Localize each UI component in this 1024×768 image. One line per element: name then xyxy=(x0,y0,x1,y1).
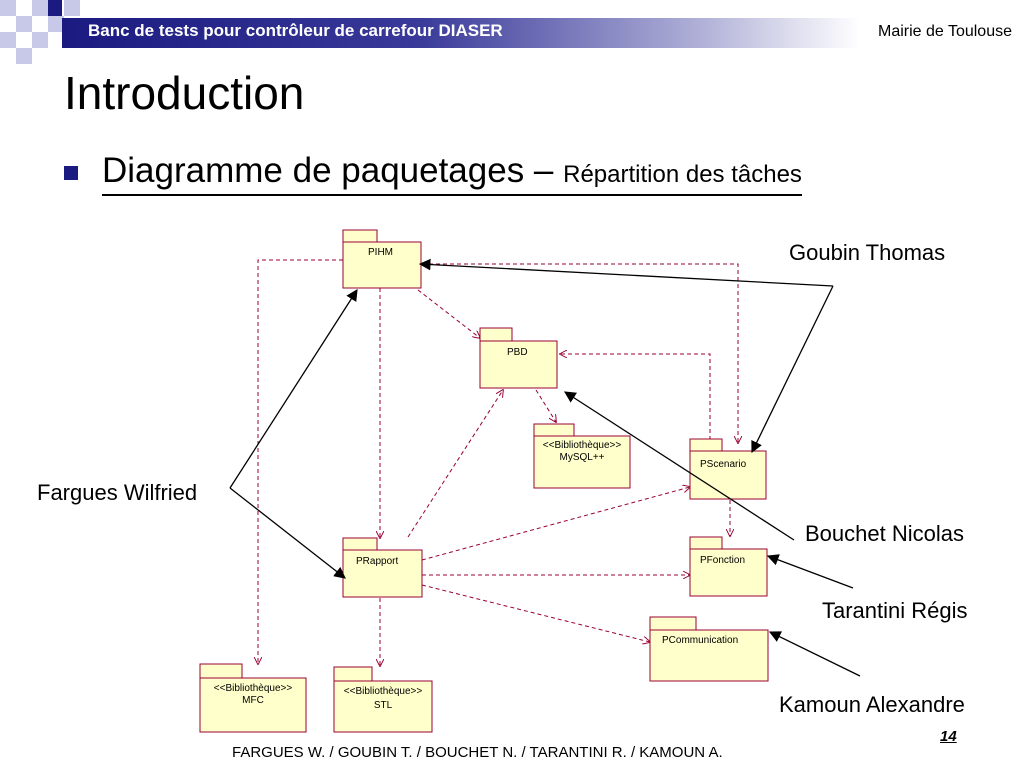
package-label: MFC xyxy=(242,695,264,706)
package-label: MySQL++ xyxy=(559,452,604,463)
package-label: PIHM xyxy=(368,247,393,258)
bullet-marker xyxy=(64,166,78,180)
arrow-kamoun-pcommunication xyxy=(768,631,861,677)
package-pbd: PBD xyxy=(479,327,558,389)
arrow-goubin-pscenario xyxy=(751,285,834,454)
package-stereotype: <<Bibliothèque>> xyxy=(543,440,622,451)
person-bouchet: Bouchet Nicolas xyxy=(805,521,964,546)
package-label: PCommunication xyxy=(662,635,738,646)
footer-authors: FARGUES W. / GOUBIN T. / BOUCHET N. / TA… xyxy=(232,744,723,761)
header-bar xyxy=(62,18,860,48)
package-mfc: <<Bibliothèque>> MFC xyxy=(199,663,307,733)
arrow-fargues-pihm xyxy=(229,289,358,489)
slide-title: Introduction xyxy=(64,67,305,119)
arrow-goubin-pihm xyxy=(418,258,834,287)
dep-pscenario-pbd xyxy=(560,354,711,440)
dep-pihm-pscenario xyxy=(422,263,738,443)
package-stl: <<Bibliothèque>> STL xyxy=(333,666,433,733)
person-kamoun: Kamoun Alexandre xyxy=(779,692,965,717)
dep-prapport-pscenario xyxy=(421,487,690,561)
package-stereotype: <<Bibliothèque>> xyxy=(344,686,423,697)
package-pfonction: PFonction xyxy=(689,536,768,597)
arrow-tarantini-pfonction xyxy=(766,554,854,589)
package-mysql: <<Bibliothèque>> MySQL++ xyxy=(533,423,631,489)
dep-pbd-mysql xyxy=(535,389,556,422)
dep-prapport-pcommunication xyxy=(421,584,650,642)
header-decoration-squares xyxy=(0,0,80,64)
person-tarantini: Tarantini Régis xyxy=(822,598,968,623)
subtitle-main: Diagramme de paquetages – xyxy=(102,151,564,190)
dependency-lines xyxy=(258,259,738,666)
organization-name: Mairie de Toulouse xyxy=(877,23,1012,40)
package-pcommunication: PCommunication xyxy=(649,616,769,682)
package-label: PRapport xyxy=(356,556,398,567)
package-stereotype: <<Bibliothèque>> xyxy=(214,683,293,694)
page-number: 14 xyxy=(940,728,957,745)
package-label: PBD xyxy=(507,347,528,358)
package-label: PFonction xyxy=(700,555,745,566)
person-fargues: Fargues Wilfried xyxy=(37,480,198,505)
subtitle-secondary: Répartition des tâches xyxy=(563,161,802,188)
arrow-fargues-prapport xyxy=(229,487,346,579)
person-goubin: Goubin Thomas xyxy=(789,240,946,265)
package-label: STL xyxy=(374,700,393,711)
package-label: PScenario xyxy=(700,459,747,470)
presentation-title: Banc de tests pour contrôleur de carrefo… xyxy=(88,21,503,40)
package-prapport: PRapport xyxy=(342,537,423,598)
dep-pihm-pbd xyxy=(417,289,480,338)
package-pihm: PIHM xyxy=(342,229,422,289)
assignment-arrows xyxy=(229,258,861,677)
arrow-bouchet-pbd xyxy=(564,391,795,541)
dep-pihm-mfc xyxy=(258,259,343,664)
dep-prapport-pbd xyxy=(407,390,503,538)
package-pscenario: PScenario xyxy=(689,438,767,500)
slide-subtitle: Diagramme de paquetages – Répartition de… xyxy=(102,152,802,196)
